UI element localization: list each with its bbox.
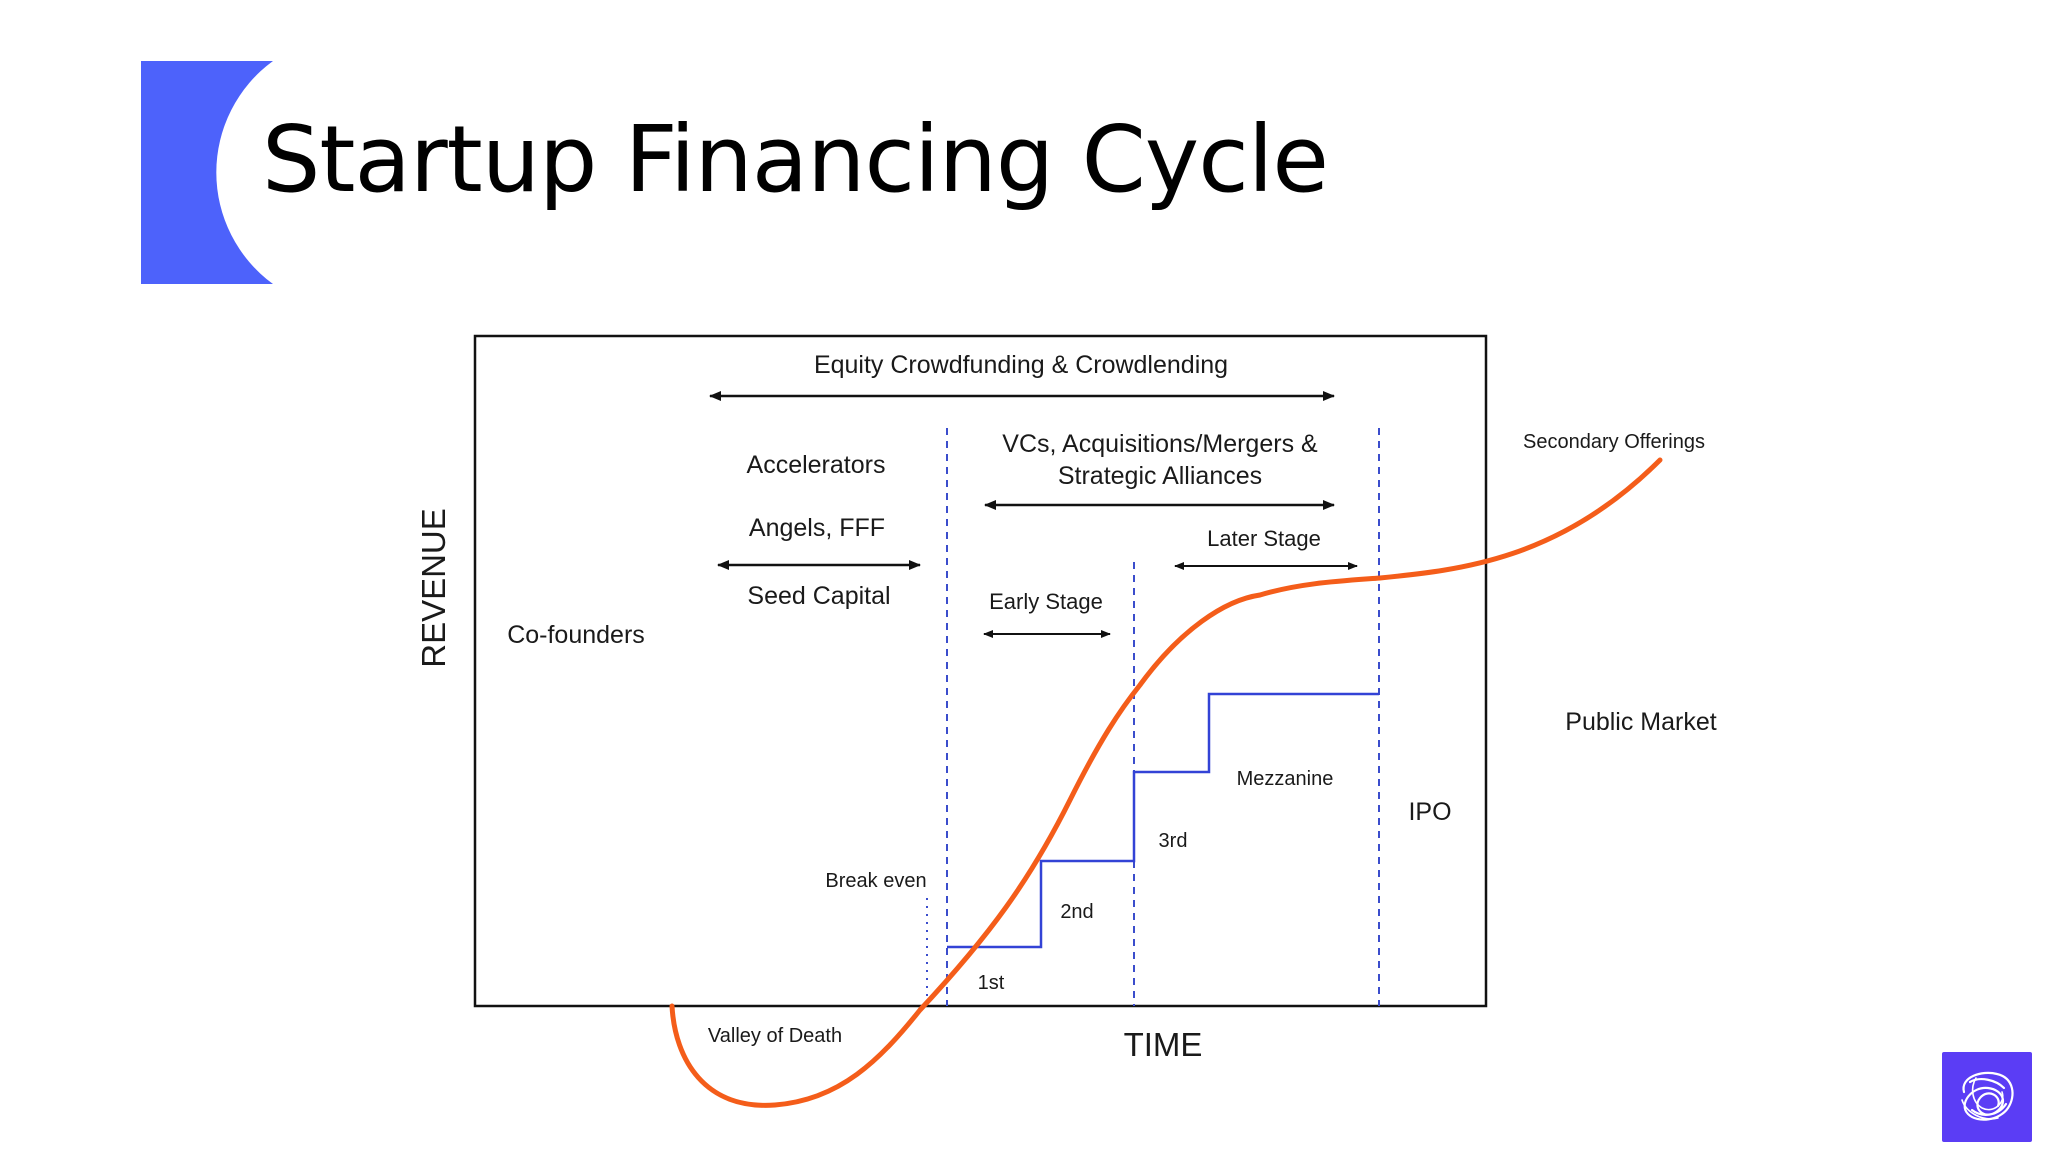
round-3rd-label: 3rd (1159, 830, 1188, 852)
scribble-logo-icon (1942, 1052, 2032, 1142)
vcs-label-line1: VCs, Acquisitions/Mergers & (1002, 430, 1318, 458)
ipo-label: IPO (1408, 798, 1451, 826)
y-axis-label: REVENUE (415, 508, 452, 668)
round-2nd-label: 2nd (1060, 901, 1093, 923)
cofounders-label: Co-founders (507, 621, 645, 649)
angels-label: Angels, FFF (749, 514, 885, 542)
revenue-curve (669, 457, 1663, 1108)
later-stage-label: Later Stage (1207, 526, 1321, 551)
seed-capital-label: Seed Capital (747, 582, 890, 610)
vcs-label-line2: Strategic Alliances (1058, 462, 1262, 490)
secondary-offerings-label: Secondary Offerings (1523, 431, 1705, 453)
diagram-frame (473, 334, 1488, 1008)
accelerators-label: Accelerators (747, 451, 886, 479)
title-accent-shape (141, 61, 273, 284)
x-axis-label: TIME (1124, 1026, 1203, 1063)
round-1st-label: 1st (978, 972, 1005, 994)
round-mezzanine-label: Mezzanine (1237, 768, 1334, 790)
valley-of-death-label: Valley of Death (708, 1025, 842, 1047)
early-stage-label: Early Stage (989, 589, 1103, 614)
slide-title: Startup Financing Cycle (262, 106, 1329, 213)
funding-rounds-steps (947, 692, 1379, 949)
crowdfunding-label: Equity Crowdfunding & Crowdlending (814, 351, 1228, 379)
break-even-label: Break even (825, 870, 926, 892)
public-market-label: Public Market (1565, 708, 1716, 736)
